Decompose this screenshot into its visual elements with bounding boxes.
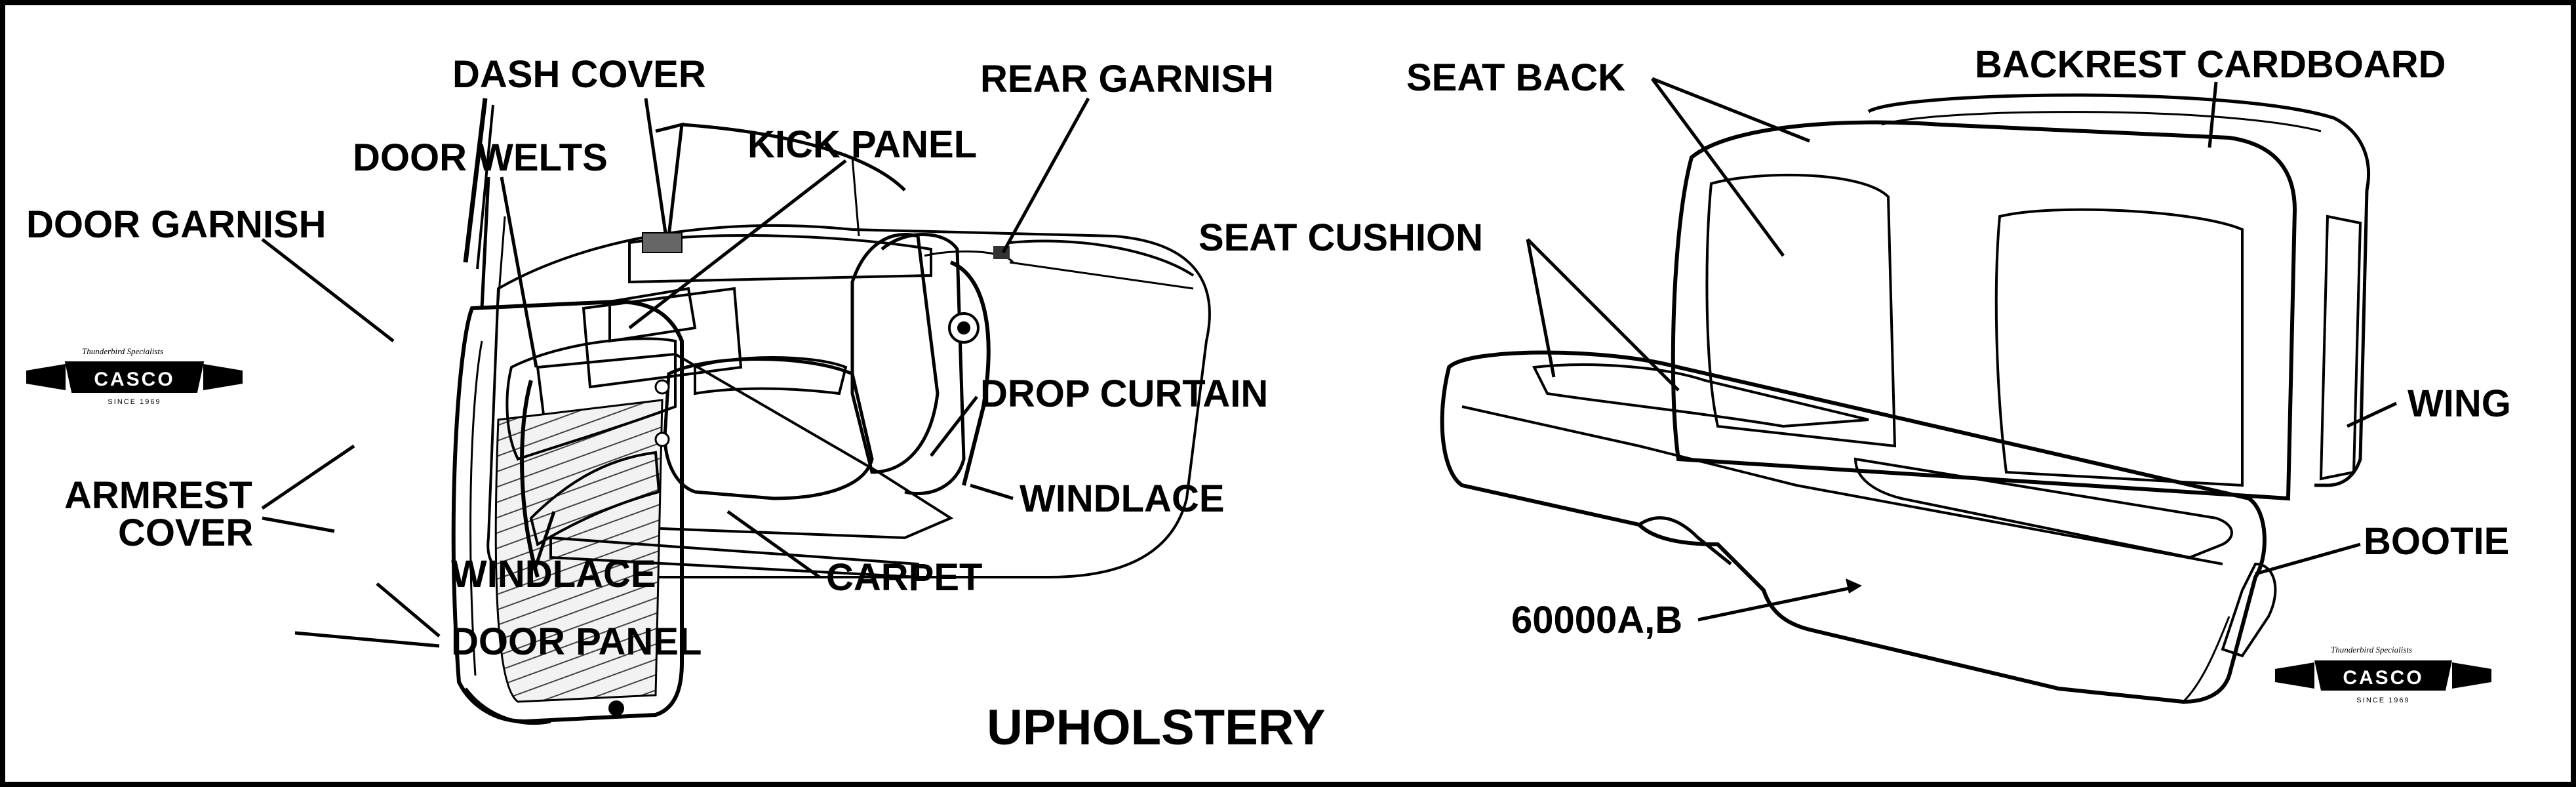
logo-wing-right-icon bbox=[2452, 662, 2491, 689]
casco-logo-left: Thunderbird Specialists CASCO SINCE 1969 bbox=[26, 346, 243, 406]
bench-seat-illustration bbox=[1440, 93, 2371, 704]
label-seat-cushion: SEAT CUSHION bbox=[1199, 216, 1483, 259]
callout-labels: DASH COVER REAR GARNISH DOOR WELTS KICK … bbox=[26, 43, 2511, 756]
label-backrest-cardboard: BACKREST CARDBOARD bbox=[1975, 43, 2446, 86]
casco-logo-right: Thunderbird Specialists CASCO SINCE 1969 bbox=[2275, 645, 2491, 704]
svg-text:Thunderbird Specialists: Thunderbird Specialists bbox=[82, 346, 163, 356]
label-carpet: CARPET bbox=[826, 556, 982, 599]
label-door-garnish: DOOR GARNISH bbox=[26, 203, 327, 246]
leader-lines bbox=[261, 77, 2398, 648]
label-dash-cover: DASH COVER bbox=[452, 53, 706, 96]
svg-text:SINCE 1969: SINCE 1969 bbox=[2356, 696, 2409, 704]
car-interior-illustration bbox=[451, 98, 1211, 725]
label-wing: WING bbox=[2408, 382, 2511, 425]
label-rear-garnish: REAR GARNISH bbox=[980, 58, 1274, 100]
label-armrest-cover-line1: ARMREST bbox=[64, 474, 252, 517]
logo-wing-left-icon bbox=[26, 364, 66, 390]
svg-text:SINCE 1969: SINCE 1969 bbox=[108, 398, 161, 406]
label-kick-panel: KICK PANEL bbox=[747, 123, 977, 166]
label-door-panel: DOOR PANEL bbox=[451, 620, 702, 663]
label-bootie: BOOTIE bbox=[2364, 520, 2509, 563]
label-windlace-right: WINDLACE bbox=[1020, 477, 1225, 520]
label-part-number: 60000A,B bbox=[1511, 599, 1682, 641]
label-armrest-cover-line2: COVER bbox=[118, 512, 253, 554]
label-drop-curtain: DROP CURTAIN bbox=[980, 373, 1268, 415]
logo-name: CASCO bbox=[94, 369, 174, 390]
svg-text:Thunderbird Specialists: Thunderbird Specialists bbox=[2331, 645, 2412, 655]
label-seat-back: SEAT BACK bbox=[1406, 56, 1625, 99]
logo-wing-right-icon bbox=[203, 364, 243, 390]
diagram-title: UPHOLSTERY bbox=[987, 700, 1326, 756]
label-door-welts: DOOR WELTS bbox=[353, 136, 608, 179]
label-windlace-lower: WINDLACE bbox=[451, 553, 656, 595]
logo-name: CASCO bbox=[2343, 667, 2423, 689]
logo-wing-left-icon bbox=[2275, 662, 2314, 689]
